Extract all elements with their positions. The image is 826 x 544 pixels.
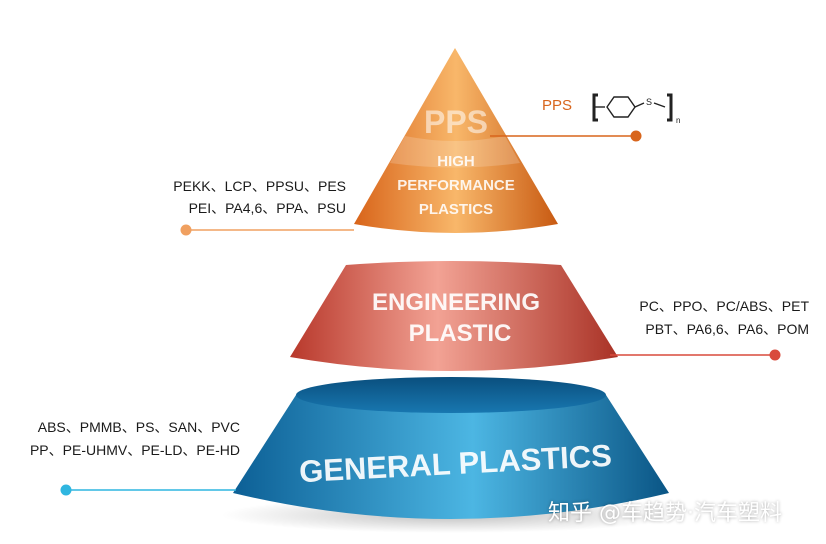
pps-leader-dot	[630, 130, 642, 142]
top-tier-body	[354, 48, 558, 233]
bottom-tier-body	[233, 395, 669, 519]
top-tier-subtitle-line-3: PLASTICS	[419, 201, 493, 218]
top-tier-band	[390, 136, 520, 168]
engineering-leader-dot	[769, 349, 781, 361]
formula-subscript: n	[676, 116, 680, 125]
pps-leader	[490, 130, 642, 142]
top-tier-subtitle-line-1: HIGH	[437, 153, 475, 170]
formula-sulfur-atom: S	[646, 97, 652, 107]
pps-callout-label: PPS	[542, 97, 573, 114]
high-performance-leader	[180, 224, 354, 236]
high-performance-list-line-1: PEKK、LCP、PPSU、PES	[173, 178, 346, 194]
middle-tier-title-line-1: ENGINEERING	[372, 289, 540, 316]
middle-tier-title-line-2: PLASTIC	[409, 320, 512, 347]
general-leader-dot	[60, 484, 72, 496]
top-tier-title: PPS	[424, 104, 488, 140]
benzene-ring-icon	[606, 96, 636, 118]
engineering-leader	[610, 349, 781, 361]
general-leader	[60, 484, 236, 496]
bottom-tier-top-face	[296, 377, 606, 413]
high-performance-leader-dot	[180, 224, 192, 236]
general-list-line-2: PP、PE-UHMV、PE-LD、PE-HD	[29, 442, 240, 458]
zhihu-watermark: 知乎 @车趋势·汽车塑料	[548, 501, 782, 526]
formula-right-bracket	[667, 93, 673, 122]
top-tier-subtitle-line-2: PERFORMANCE	[397, 177, 515, 194]
high-performance-list-line-2: PEI、PA4,6、PPA、PSU	[188, 200, 346, 216]
engineering-list-line-2: PBT、PA6,6、PA6、POM	[645, 321, 809, 337]
general-list-line-1: ABS、PMMB、PS、SAN、PVC	[37, 419, 240, 435]
pps-formula: S n	[592, 93, 680, 125]
engineering-list-line-1: PC、PPO、PC/ABS、PET	[639, 298, 809, 314]
middle-tier-body	[290, 261, 618, 371]
